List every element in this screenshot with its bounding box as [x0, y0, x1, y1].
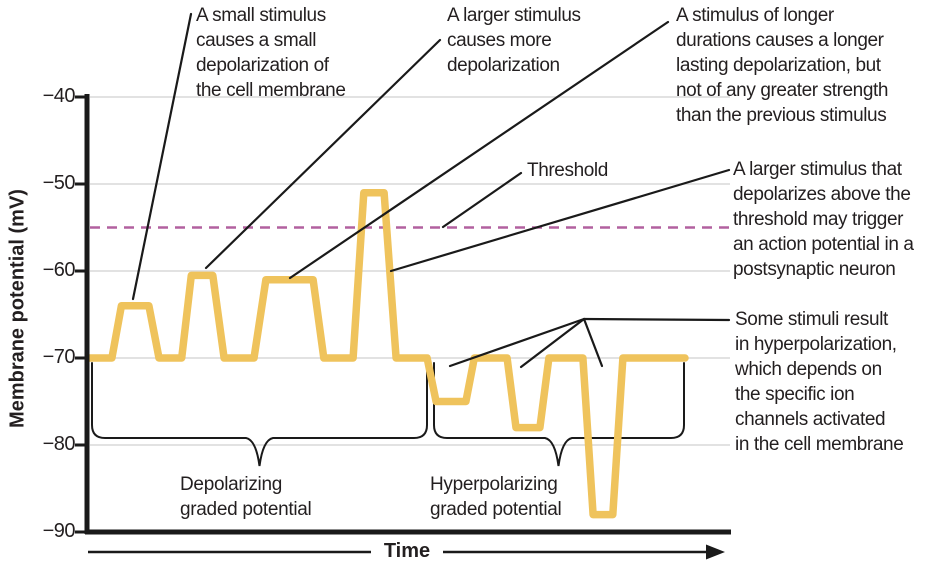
y-axis-title: Membrane potential (mV) [6, 189, 29, 428]
annotation-longer-stimulus: A stimulus of longer durations causes a … [676, 5, 889, 126]
leader-threshold [441, 171, 523, 229]
y-tick-minus40: −40 [42, 85, 76, 107]
annotation-hyperpolarization: Some stimuli result in hyperpolarization… [735, 309, 904, 455]
depolarizing-brace [91, 362, 428, 467]
membrane-potential-trace [84, 188, 689, 519]
leader-longer-stimulus [288, 20, 670, 280]
x-axis-title: Time [383, 540, 431, 562]
y-tick-minus70: −70 [42, 346, 76, 368]
leader-above-threshold [389, 168, 731, 273]
annotation-leader-lines [131, 12, 731, 369]
label-hyperpolarizing-region: Hyperpolarizing graded potential [430, 474, 562, 520]
hyperpolarizing-brace [433, 362, 685, 467]
leader-hyperpolarization-1 [448, 317, 586, 368]
y-tick-minus80: −80 [42, 433, 76, 455]
y-tick-minus60: −60 [42, 259, 76, 281]
axes [75, 94, 731, 535]
y-tick-minus90: −90 [42, 520, 76, 542]
time-axis-arrow [88, 544, 725, 560]
leader-larger-stimulus [204, 38, 442, 270]
time-arrowhead-icon [706, 544, 725, 560]
y-tick-minus50: −50 [42, 172, 76, 194]
leader-hyperpolarization-text [582, 317, 731, 322]
annotation-above-threshold: A larger stimulus that depolarizes above… [733, 159, 914, 280]
annotation-threshold-label: Threshold [527, 160, 608, 181]
leader-hyperpolarization-3 [582, 317, 604, 368]
label-depolarizing-region: Depolarizing graded potential [180, 474, 312, 520]
annotation-larger-stimulus: A larger stimulus causes more depolariza… [447, 5, 581, 76]
annotation-small-stimulus: A small stimulus causes a small depolari… [196, 5, 346, 101]
gridlines [90, 96, 730, 446]
leader-hyperpolarization-2 [519, 317, 586, 369]
leader-small-stimulus [131, 12, 193, 301]
